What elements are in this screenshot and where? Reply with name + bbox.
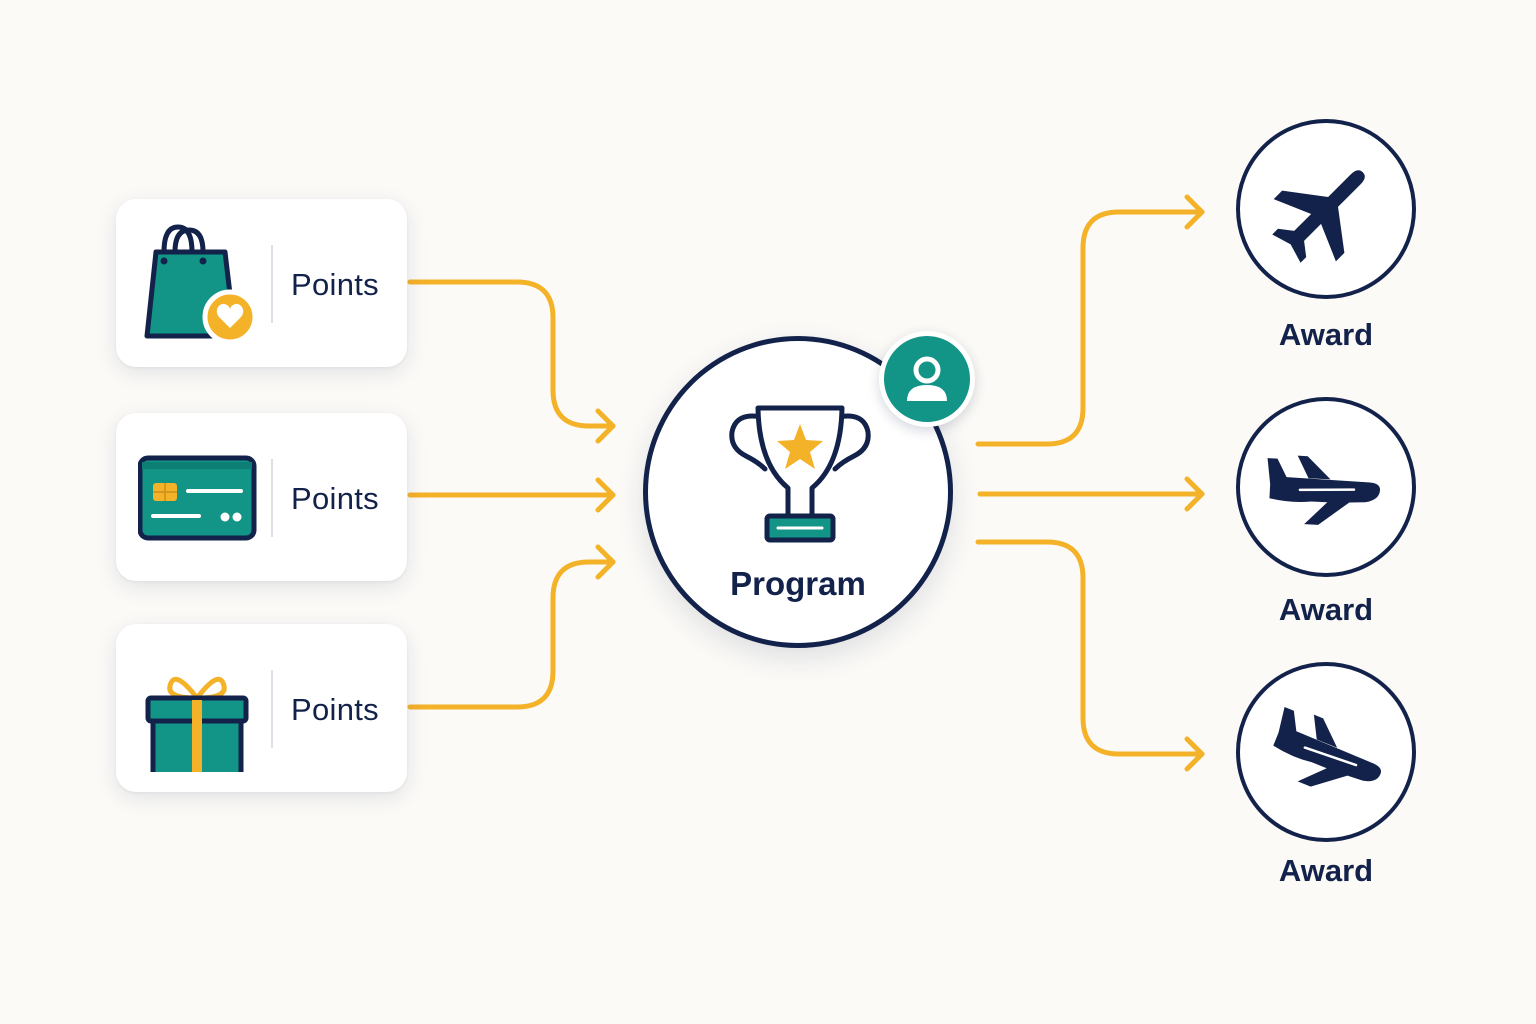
- connector-program-to-award-3: [975, 539, 1205, 772]
- airplane-icon: [1267, 455, 1381, 525]
- connector-source-3-to-program: [407, 544, 616, 710]
- points-source-card-gift: Points: [116, 624, 407, 792]
- airplane-icon: [1272, 170, 1365, 263]
- airplane-icon: [1273, 707, 1381, 787]
- connector-source-2-to-program: [407, 477, 616, 513]
- award-node: [1236, 662, 1416, 842]
- user-icon: [907, 356, 947, 401]
- trophy-star-icon: [720, 396, 880, 556]
- card-divider: [271, 459, 273, 537]
- card-divider: [271, 245, 273, 323]
- member-badge: [879, 331, 975, 427]
- points-label: Points: [291, 692, 379, 727]
- gift-box-icon: [138, 646, 264, 772]
- card-divider: [271, 670, 273, 748]
- program-label: Program: [730, 565, 866, 602]
- award-label: Award: [1278, 592, 1374, 627]
- award-label: Award: [1278, 853, 1374, 888]
- award-label: Award: [1278, 317, 1374, 352]
- points-label: Points: [291, 267, 379, 302]
- connector-source-1-to-program: [407, 279, 616, 444]
- points-label: Points: [291, 481, 379, 516]
- shopping-bag-heart-icon: [138, 221, 264, 347]
- points-source-card-shopping: Points: [116, 199, 407, 367]
- award-node: [1236, 119, 1416, 299]
- award-node: [1236, 397, 1416, 577]
- connector-program-to-award-1: [975, 194, 1205, 447]
- credit-card-icon: [138, 435, 264, 561]
- connector-program-to-award-2: [977, 476, 1205, 512]
- points-source-card-credit-card: Points: [116, 413, 407, 581]
